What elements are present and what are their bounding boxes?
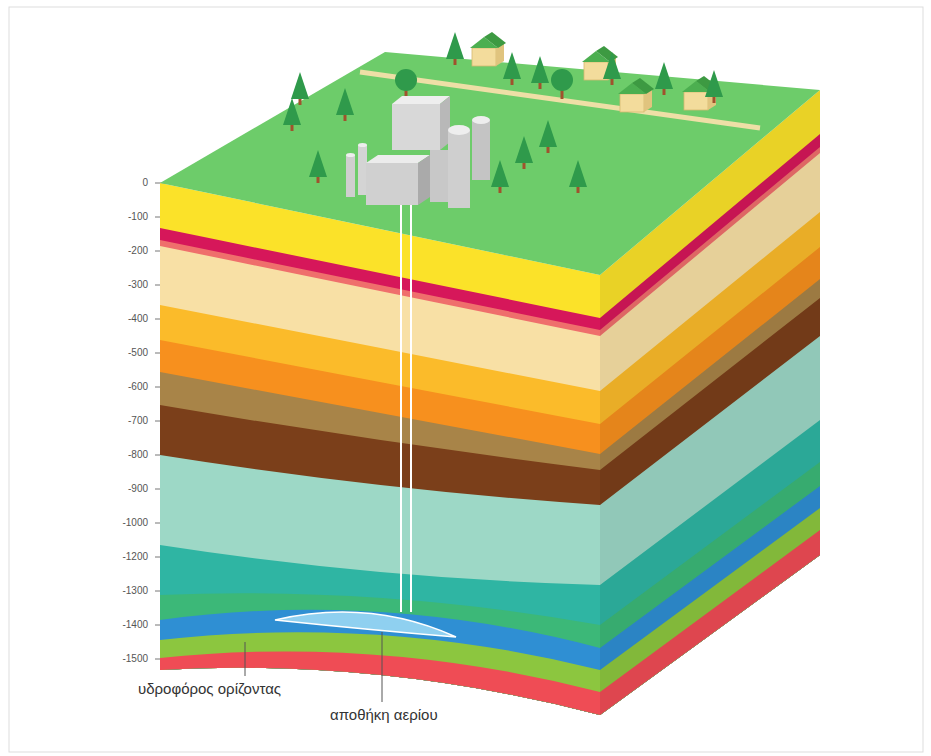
trees (569, 160, 587, 193)
trees (283, 98, 301, 131)
depth-label: -900 (92, 482, 148, 496)
gas-facility (448, 125, 470, 135)
houses (470, 32, 506, 66)
gas-facility (392, 104, 440, 150)
depth-label: -1200 (92, 550, 148, 564)
gas-facility (346, 153, 355, 157)
depth-label: -500 (92, 346, 148, 360)
trees (291, 32, 723, 121)
well-pipe (410, 205, 412, 612)
houses (470, 32, 718, 112)
trees (655, 62, 673, 95)
trees (491, 160, 509, 193)
callout-label: υδροφόρος ορίζοντας (138, 680, 281, 698)
trees (309, 150, 327, 183)
gas-facility (346, 96, 490, 208)
gas-facility (472, 116, 490, 124)
trees (503, 52, 521, 85)
gas-storage (275, 612, 456, 637)
gas-facility (472, 120, 490, 180)
gas-facility (358, 143, 367, 147)
leader-lines (245, 642, 246, 676)
trees (291, 72, 309, 105)
gas-facility (366, 163, 418, 205)
trees (603, 52, 621, 85)
gas-facility (448, 130, 470, 208)
trees (283, 98, 587, 193)
houses (618, 78, 654, 112)
callout-label: αποθήκη αερίου (330, 706, 438, 724)
depth-label: -1400 (92, 618, 148, 632)
trees (551, 69, 573, 99)
leader-lines (382, 632, 383, 702)
gas-facility (358, 145, 367, 195)
trees (395, 69, 417, 99)
trees (539, 120, 557, 153)
depth-label: -600 (92, 380, 148, 394)
trees (531, 56, 549, 89)
well-pipe (400, 205, 402, 612)
depth-label: -1000 (92, 516, 148, 530)
trees (336, 88, 354, 121)
trees (446, 32, 464, 65)
trees (705, 70, 723, 103)
frame (9, 7, 923, 752)
trees (515, 136, 533, 169)
well-pipe (401, 205, 411, 612)
gas-facility (392, 96, 450, 104)
depth-label: -400 (92, 312, 148, 326)
depth-label: -300 (92, 278, 148, 292)
depth-label: -200 (92, 244, 148, 258)
depth-label: -1300 (92, 584, 148, 598)
depth-label: 0 (92, 176, 148, 190)
depth-label: -800 (92, 448, 148, 462)
ground-surface (160, 52, 820, 275)
gas-facility (418, 155, 430, 205)
depth-label: -100 (92, 210, 148, 224)
depth-label: -1500 (92, 652, 148, 666)
depth-label: -700 (92, 414, 148, 428)
gas-facility (430, 150, 450, 202)
gas-facility (346, 155, 355, 197)
